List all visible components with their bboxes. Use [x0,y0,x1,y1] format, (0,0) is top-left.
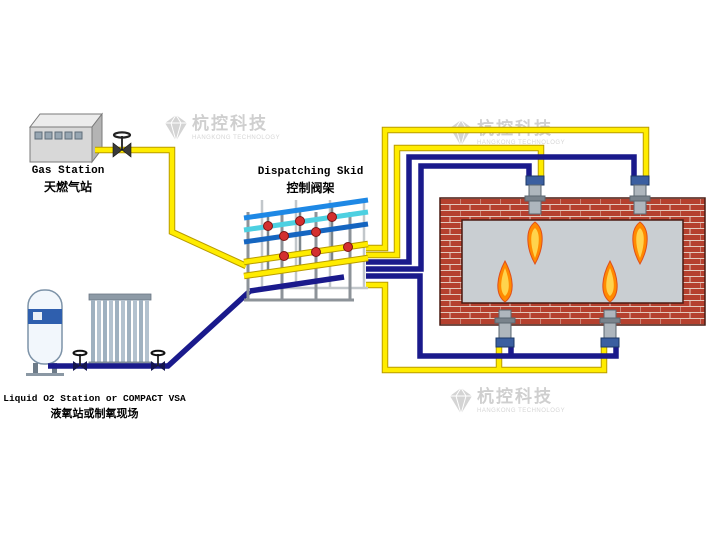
o2-station-label: Liquid O2 Station or COMPACT VSA 液氧站或制氧现… [2,393,187,421]
watermark-brand-zh: 杭控科技 [192,113,268,134]
o2-storage-tank [26,289,64,376]
flame-top-2 [632,221,648,266]
dispatching-skid [243,197,369,302]
valve-handwheel-icon [112,131,132,139]
burner-bottom-2 [599,309,621,348]
watermark-logo-icon [450,387,472,416]
skid-pipe-gas-2 [243,254,369,280]
skid-pipe-blue-1 [243,197,369,221]
tank-logo [33,312,42,320]
skid-valve-handwheels [263,212,353,261]
gas-valve [112,131,132,158]
watermark-brand-zh: 杭控科技 [477,386,553,407]
gas-station-building [28,112,104,164]
gas-station-label-zh: 天燃气站 [43,180,92,194]
burner-top-2 [629,175,651,215]
furnace [439,197,706,326]
furnace-brick-wall [439,197,706,326]
flame-top-1 [527,221,543,266]
dispatching-skid-label: Dispatching Skid 控制阀架 [243,166,378,196]
o2-pipe-top-burner-1 [366,163,532,272]
watermark-logo-icon [165,114,187,143]
furnace-interior [461,219,684,304]
dispatching-skid-label-zh: 控制阀架 [286,181,335,195]
burner-top-1 [524,175,546,215]
gas-pipe-top-burner-2 [366,126,650,252]
watermark-brand-en: HANGKONG TECHNOLOGY [477,407,566,414]
o2-station-label-en: Liquid O2 Station or COMPACT VSA [3,393,186,404]
o2-valve-1 [72,349,88,371]
flame-bottom-2 [602,259,618,303]
gas-pipe-top-burner-1 [366,144,545,259]
watermark: 杭控科技 HANGKONG TECHNOLOGY [163,113,280,143]
gas-station-label: Gas Station 天燃气站 [18,165,118,195]
building-windows [34,131,83,140]
burner-bottom-1 [494,309,516,348]
valve-handwheel-icon [150,349,166,357]
dispatching-skid-label-en: Dispatching Skid [257,166,364,178]
gas-pipe-main [95,146,248,269]
vaporizer [88,293,152,368]
gas-station-label-en: Gas Station [31,165,105,177]
o2-pipe-bottom-burners [366,273,619,359]
o2-station-label-zh: 液氧站或制氧现场 [50,407,139,420]
flame-bottom-1 [497,259,513,303]
o2-valve-2 [150,349,166,371]
watermark-brand-en: HANGKONG TECHNOLOGY [477,139,566,146]
valve-handwheel-icon [72,349,88,357]
o2-pipe-top-burner-2 [366,154,637,265]
skid-pipe-blue-2 [243,221,369,245]
skid-pipe-navy [249,274,345,294]
watermark-brand-en: HANGKONG TECHNOLOGY [192,134,281,141]
oxygen-pipe-main [48,288,252,369]
watermark: 杭控科技 HANGKONG TECHNOLOGY [448,386,565,416]
